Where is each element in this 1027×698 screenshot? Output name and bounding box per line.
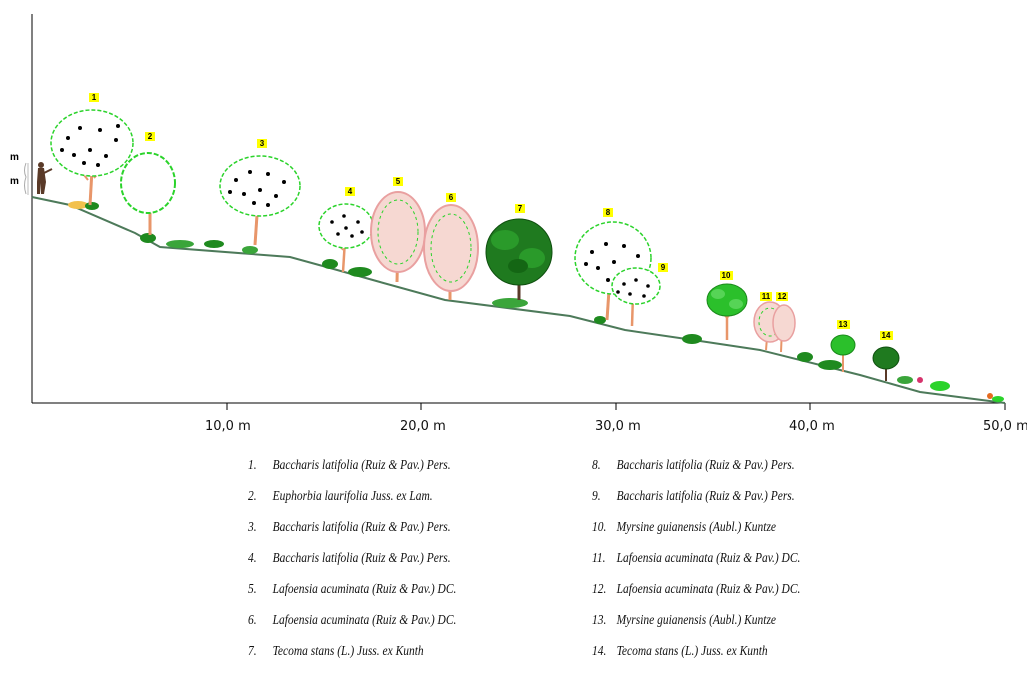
tree-13 bbox=[830, 334, 856, 372]
legend-item: 1. Baccharis latifolia (Ruiz & Pav.) Pers… bbox=[248, 458, 456, 489]
tree-number: 5 bbox=[396, 177, 401, 186]
legend-species-name: Tecoma stans (L.) Juss. ex Kunth bbox=[616, 644, 768, 659]
tree-14 bbox=[872, 346, 900, 381]
tree-number-tag bbox=[145, 132, 155, 141]
tree-number: 10 bbox=[722, 271, 731, 280]
legend-species-name: Tecoma stans (L.) Juss. ex Kunth bbox=[272, 644, 424, 659]
tree-number: 6 bbox=[449, 193, 454, 202]
legend-number: 10. bbox=[592, 520, 607, 535]
legend-species-name: Myrsine guianensis (Aubl.) Kuntze bbox=[616, 520, 777, 535]
legend-item: 10. Myrsine guianensis (Aubl.) Kuntze bbox=[592, 520, 800, 551]
legend-item: 2. Euphorbia laurifolia Juss. ex Lam. bbox=[248, 489, 456, 520]
legend-species-name: Myrsine guianensis (Aubl.) Kuntze bbox=[616, 613, 777, 628]
legend-number: 7. bbox=[248, 644, 257, 659]
tree-number-tag bbox=[89, 93, 99, 102]
legend-item: 6. Lafoensia acuminata (Ruiz & Pav.) DC. bbox=[248, 613, 456, 644]
tree-number: 9 bbox=[661, 263, 666, 272]
tree-number: 4 bbox=[348, 187, 353, 196]
tree-number-tag bbox=[658, 263, 668, 272]
legend-species-name: Lafoensia acuminata (Ruiz & Pav.) DC. bbox=[272, 582, 457, 597]
legend-item: 3. Baccharis latifolia (Ruiz & Pav.) Pers… bbox=[248, 520, 456, 551]
legend-species-name: Lafoensia acuminata (Ruiz & Pav.) DC. bbox=[616, 551, 801, 566]
legend-species-name: Baccharis latifolia (Ruiz & Pav.) Pers. bbox=[616, 458, 795, 473]
x-tick-label: 50,0 m bbox=[983, 419, 1027, 434]
legend-species-name: Baccharis latifolia (Ruiz & Pav.) Pers. bbox=[272, 458, 451, 473]
legend-number: 1. bbox=[248, 458, 257, 473]
scale-mark-label: m bbox=[10, 176, 19, 187]
legend-item: 4. Baccharis latifolia (Ruiz & Pav.) Pers… bbox=[248, 551, 456, 582]
tree-10 bbox=[706, 283, 748, 340]
tree-number-tag bbox=[393, 177, 403, 186]
legend-number: 2. bbox=[248, 489, 257, 504]
legend-number: 5. bbox=[248, 582, 257, 597]
tree-12 bbox=[772, 304, 796, 353]
tree-2 bbox=[120, 152, 176, 235]
legend-column-left: 1. Baccharis latifolia (Ruiz & Pav.) Pers… bbox=[248, 458, 502, 675]
tree-3 bbox=[219, 155, 301, 246]
legend-number: 9. bbox=[592, 489, 601, 504]
legend-item: 7. Tecoma stans (L.) Juss. ex Kunth bbox=[248, 644, 456, 675]
tree-5 bbox=[370, 191, 426, 283]
legend-item: 14. Tecoma stans (L.) Juss. ex Kunth bbox=[592, 644, 800, 675]
legend-column-right: 8. Baccharis latifolia (Ruiz & Pav.) Pers… bbox=[592, 458, 846, 675]
legend-item: 13. Myrsine guianensis (Aubl.) Kuntze bbox=[592, 613, 800, 644]
legend-species-name: Baccharis latifolia (Ruiz & Pav.) Pers. bbox=[272, 551, 451, 566]
vegetation-profile-diagram: 10,0 m 20,0 m 30,0 m 40,0 m 50,0 m m m bbox=[10, 14, 1027, 434]
legend-item: 8. Baccharis latifolia (Ruiz & Pav.) Pers… bbox=[592, 458, 800, 489]
x-tick-label: 10,0 m bbox=[205, 419, 251, 434]
tree-number: 8 bbox=[606, 208, 611, 217]
tree-number: 13 bbox=[839, 320, 848, 329]
x-tick-label: 30,0 m bbox=[595, 419, 641, 434]
tree-number-tag bbox=[837, 320, 850, 329]
tree-number-tag bbox=[720, 271, 733, 280]
tree-number: 7 bbox=[518, 204, 523, 213]
legend-item: 11. Lafoensia acuminata (Ruiz & Pav.) DC. bbox=[592, 551, 800, 582]
legend-number: 13. bbox=[592, 613, 607, 628]
x-tick-label: 20,0 m bbox=[400, 419, 446, 434]
legend-species-name: Euphorbia laurifolia Juss. ex Lam. bbox=[272, 489, 433, 504]
tree-number: 11 bbox=[762, 292, 771, 301]
legend-item: 9. Baccharis latifolia (Ruiz & Pav.) Pers… bbox=[592, 489, 800, 520]
tree-1 bbox=[50, 109, 134, 206]
tree-number: 14 bbox=[882, 331, 891, 340]
tree-7 bbox=[485, 218, 553, 300]
legend-species-name: Baccharis latifolia (Ruiz & Pav.) Pers. bbox=[272, 520, 451, 535]
human-scale-figure bbox=[24, 162, 53, 195]
legend-number: 11. bbox=[592, 551, 606, 566]
species-legend: 1. Baccharis latifolia (Ruiz & Pav.) Pers… bbox=[0, 458, 1027, 698]
legend-item: 12. Lafoensia acuminata (Ruiz & Pav.) DC. bbox=[592, 582, 800, 613]
ground-shrubs bbox=[68, 201, 1004, 402]
legend-number: 6. bbox=[248, 613, 257, 628]
legend-species-name: Lafoensia acuminata (Ruiz & Pav.) DC. bbox=[272, 613, 457, 628]
legend-number: 12. bbox=[592, 582, 607, 597]
tree-number-tag bbox=[776, 292, 788, 301]
legend-number: 8. bbox=[592, 458, 601, 473]
tree-number-tag bbox=[603, 208, 613, 217]
tree-number-tag bbox=[345, 187, 355, 196]
tree-number-tag bbox=[446, 193, 456, 202]
tree-number-tag bbox=[515, 204, 525, 213]
tree-number-tag bbox=[760, 292, 772, 301]
tree-9 bbox=[611, 267, 661, 327]
tree-number: 3 bbox=[260, 139, 265, 148]
tree-6 bbox=[423, 204, 479, 300]
legend-species-name: Lafoensia acuminata (Ruiz & Pav.) DC. bbox=[616, 582, 801, 597]
x-tick-label: 40,0 m bbox=[789, 419, 835, 434]
tree-number: 2 bbox=[148, 132, 153, 141]
scale-mark-label: m bbox=[10, 152, 19, 163]
tree-number: 12 bbox=[778, 292, 787, 301]
legend-number: 3. bbox=[248, 520, 257, 535]
tree-number-tag bbox=[880, 331, 893, 340]
legend-item: 5. Lafoensia acuminata (Ruiz & Pav.) DC. bbox=[248, 582, 456, 613]
tree-number-tag bbox=[257, 139, 267, 148]
legend-number: 4. bbox=[248, 551, 257, 566]
tree-number: 1 bbox=[92, 93, 97, 102]
legend-species-name: Baccharis latifolia (Ruiz & Pav.) Pers. bbox=[616, 489, 795, 504]
x-axis-ticks bbox=[226, 403, 1006, 410]
legend-number: 14. bbox=[592, 644, 607, 659]
